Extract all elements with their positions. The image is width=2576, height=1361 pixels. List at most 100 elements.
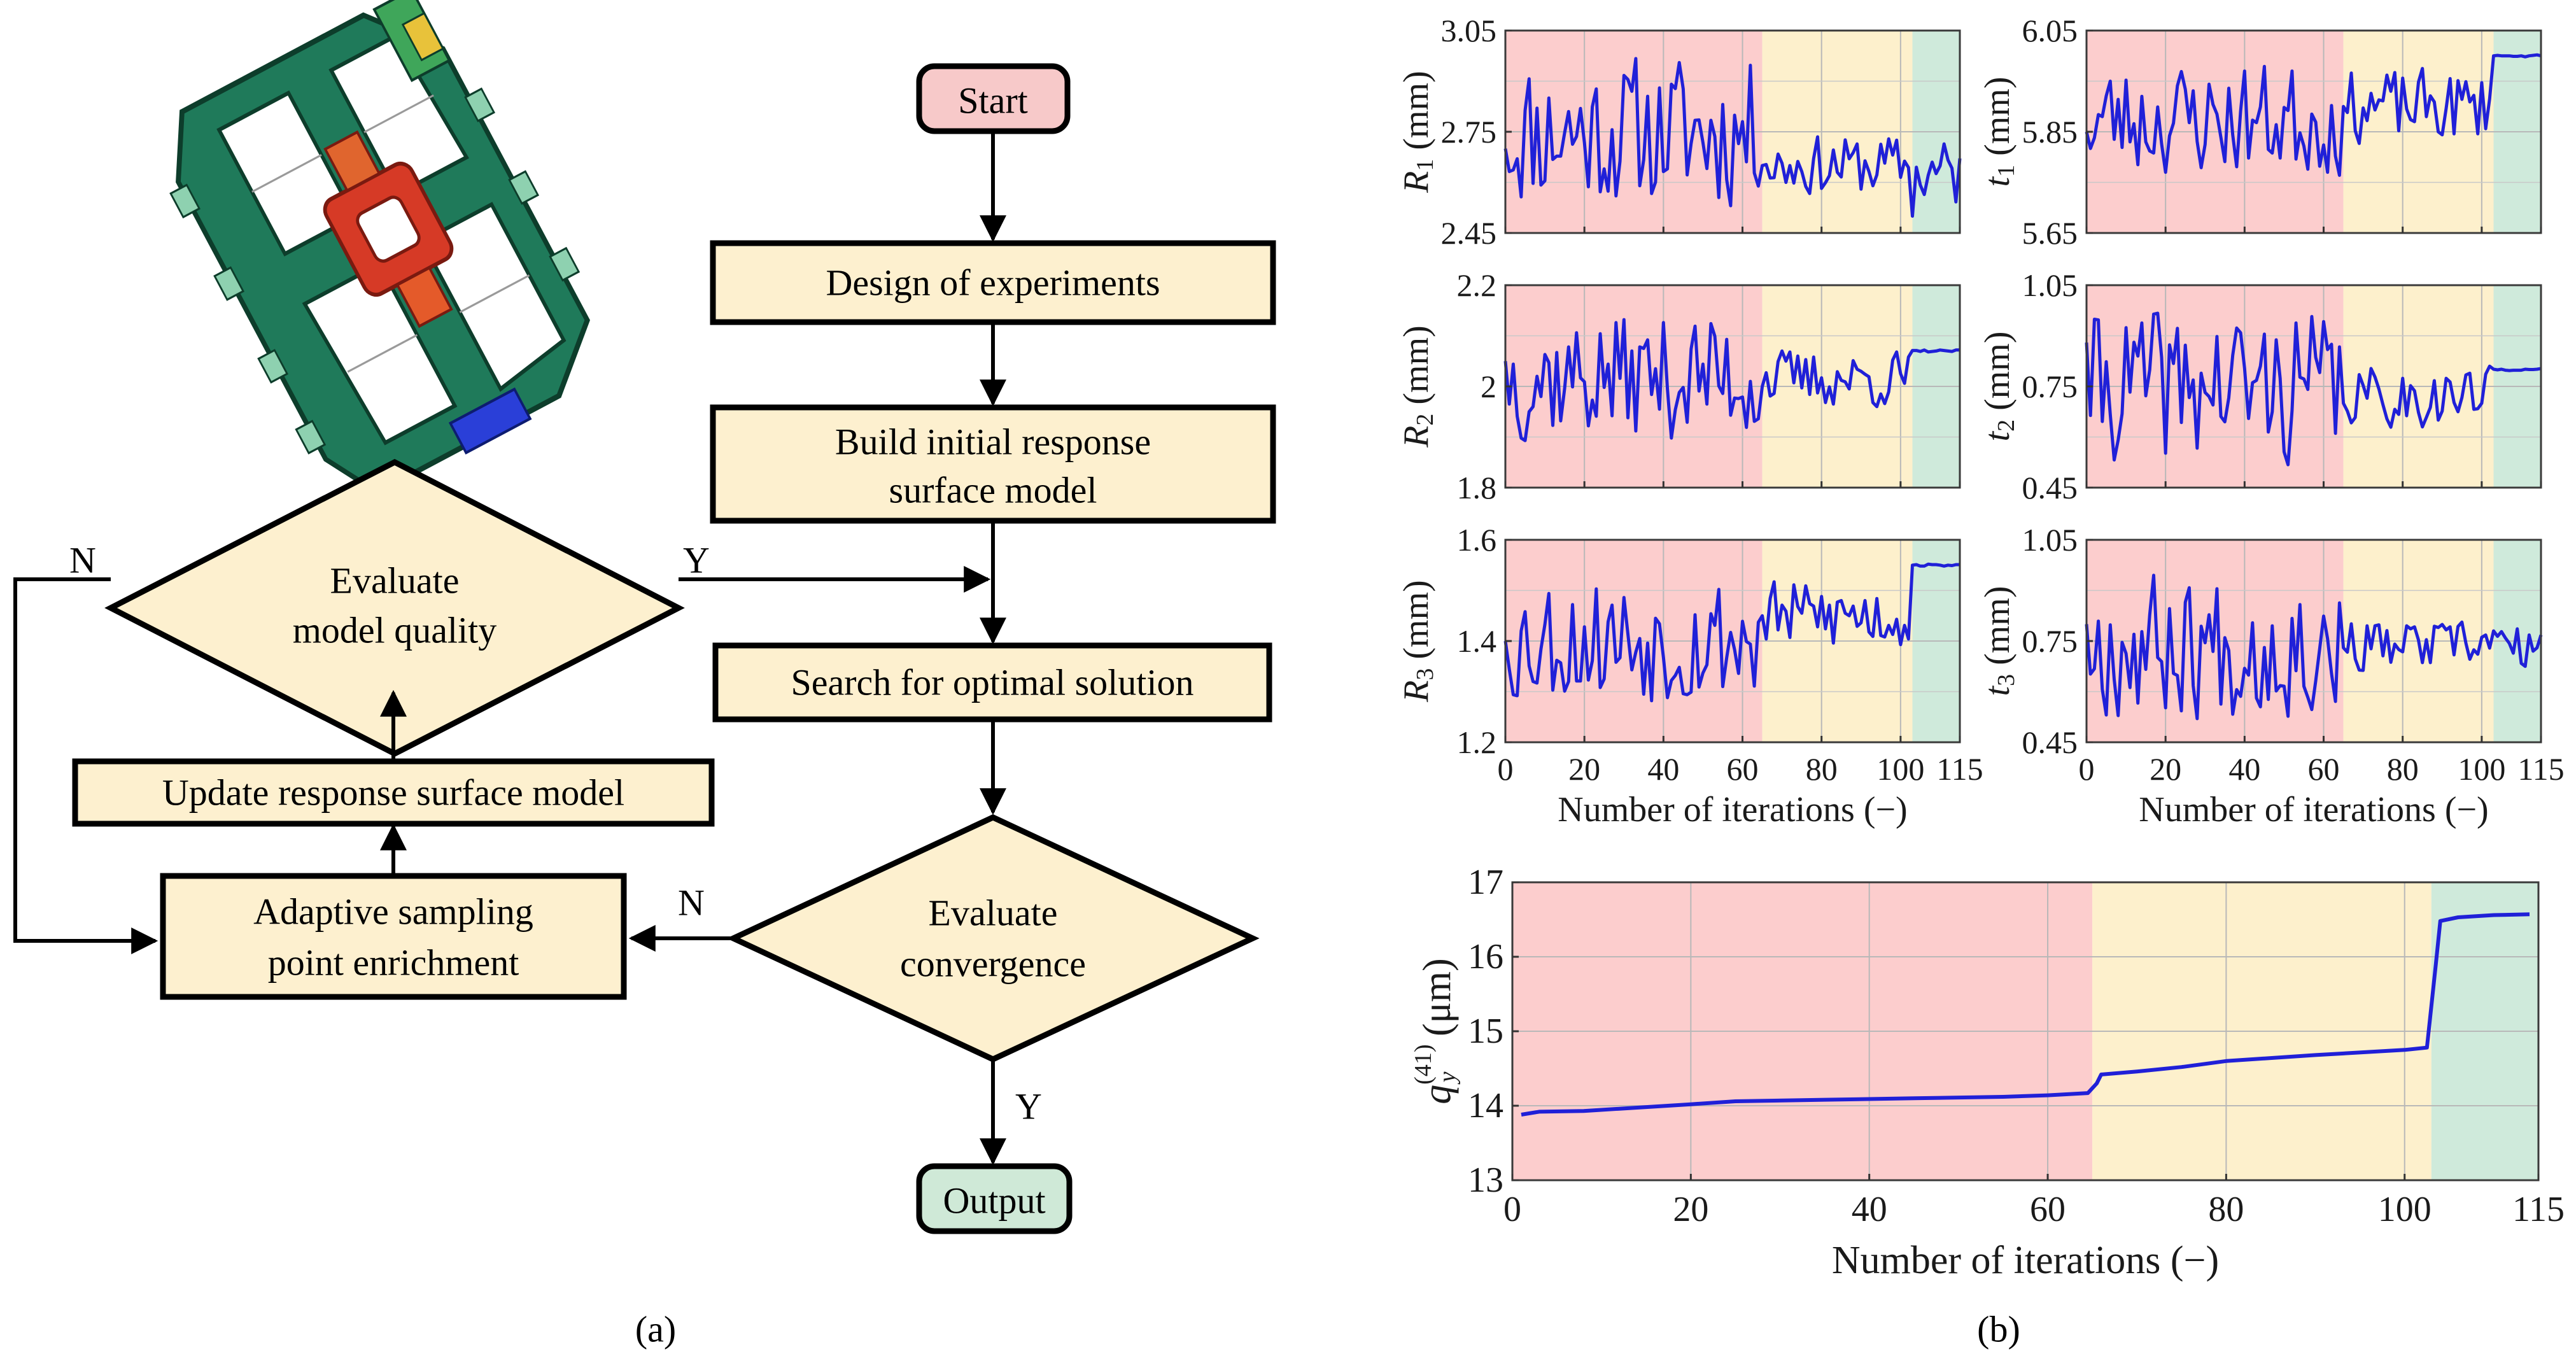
y-tick-label: 6.05 bbox=[2022, 13, 2078, 48]
evaluate-convergence-diamond bbox=[726, 814, 1260, 1062]
quality-yes-label: Y bbox=[683, 540, 710, 581]
caption-b: (b) bbox=[1977, 1309, 2020, 1350]
x-tick-label: 0 bbox=[1503, 1190, 1521, 1229]
y-axis-label: t2 (mm) bbox=[1978, 332, 2020, 442]
y-axis-label: R2 (mm) bbox=[1397, 325, 1439, 448]
y-tick-label: 2.45 bbox=[1441, 215, 1497, 251]
y-tick-label: 0.75 bbox=[2022, 623, 2078, 659]
x-tick-label: 40 bbox=[2228, 751, 2260, 787]
series-line-R2 bbox=[1503, 318, 1960, 442]
y-tick-label: 1.2 bbox=[1457, 724, 1497, 760]
finite-element-model-illustration bbox=[169, 0, 591, 496]
x-tick-label: 115 bbox=[1936, 751, 1983, 787]
series-line-qy bbox=[1521, 912, 2530, 1117]
x-tick-label: 80 bbox=[2208, 1190, 2244, 1229]
design-of-experiments-box bbox=[710, 240, 1276, 325]
y-tick-label: 14 bbox=[1468, 1086, 1503, 1125]
y-axis-label: R3 (mm) bbox=[1397, 580, 1439, 703]
quality-no-label: N bbox=[69, 540, 96, 581]
y-tick-label: 0.75 bbox=[2022, 369, 2078, 404]
y-axis-label: t3 (mm) bbox=[1978, 586, 2020, 696]
x-axis-label: Number of iterations (−) bbox=[1832, 1239, 2219, 1282]
build-initial-model-label-line1: Build initial response bbox=[835, 421, 1151, 463]
y-tick-label: 17 bbox=[1468, 863, 1503, 902]
y-tick-label: 1.05 bbox=[2022, 267, 2078, 303]
caption-a: (a) bbox=[635, 1309, 676, 1350]
start-node bbox=[916, 63, 1071, 134]
x-tick-label: 60 bbox=[1727, 751, 1759, 787]
series-line-t3 bbox=[2085, 574, 2543, 721]
adaptive-sampling-label-line1: Adaptive sampling bbox=[253, 891, 533, 933]
x-tick-label: 20 bbox=[1568, 751, 1600, 787]
x-tick-label: 40 bbox=[1852, 1190, 1887, 1229]
build-initial-model-label-line2: surface model bbox=[889, 470, 1097, 511]
y-tick-label: 3.05 bbox=[1441, 13, 1497, 48]
series-line-R3 bbox=[1503, 562, 1960, 703]
flowchart-panel: Start Design of experiments Build initia… bbox=[13, 0, 1276, 1350]
x-axis-label: Number of iterations (−) bbox=[1558, 790, 1907, 829]
evaluate-model-quality-label-line1: Evaluate bbox=[330, 560, 460, 602]
update-model-label: Update response surface model bbox=[162, 772, 624, 814]
y-tick-label: 15 bbox=[1468, 1012, 1503, 1051]
y-tick-label: 1.05 bbox=[2022, 522, 2078, 558]
series-line-t2 bbox=[2085, 311, 2542, 467]
series-line-t1 bbox=[2085, 53, 2542, 177]
chart-R2: 1.8 2 2.2 R2 (mm) bbox=[1397, 267, 1961, 505]
search-optimal-solution-box bbox=[712, 642, 1272, 723]
y-tick-label: 0.45 bbox=[2022, 470, 2078, 505]
connector-quality-no bbox=[13, 577, 158, 954]
convergence-no-label: N bbox=[678, 882, 705, 924]
y-tick-label: 5.85 bbox=[2022, 114, 2078, 150]
y-axis-label: q(41)y (μm) bbox=[1410, 958, 1461, 1104]
output-node bbox=[916, 1163, 1073, 1234]
y-tick-label: 0.45 bbox=[2022, 724, 2078, 760]
x-tick-label: 0 bbox=[2079, 751, 2095, 787]
evaluate-convergence-label-line1: Evaluate bbox=[929, 892, 1058, 934]
search-optimal-solution-label: Search for optimal solution bbox=[791, 662, 1193, 703]
x-tick-label: 80 bbox=[2387, 751, 2419, 787]
y-axis-label: t1 (mm) bbox=[1978, 77, 2020, 187]
adaptive-sampling-label-line2: point enrichment bbox=[268, 942, 519, 984]
output-node-label: Output bbox=[943, 1180, 1045, 1222]
x-tick-label: 20 bbox=[1673, 1190, 1708, 1229]
start-node-label: Start bbox=[958, 80, 1028, 122]
x-tick-label: 115 bbox=[2512, 1190, 2565, 1229]
build-initial-model-box bbox=[710, 404, 1276, 524]
design-of-experiments-label: Design of experiments bbox=[826, 262, 1160, 304]
y-tick-label: 2.75 bbox=[1441, 114, 1497, 150]
x-tick-label: 80 bbox=[1806, 751, 1838, 787]
x-tick-label: 100 bbox=[2458, 751, 2505, 787]
evaluate-convergence-label-line2: convergence bbox=[900, 943, 1086, 985]
y-tick-label: 1.6 bbox=[1457, 522, 1497, 558]
x-tick-label: 60 bbox=[2030, 1190, 2066, 1229]
y-tick-label: 5.65 bbox=[2022, 215, 2078, 251]
adaptive-sampling-box bbox=[160, 873, 627, 1000]
x-tick-label: 60 bbox=[2308, 751, 2340, 787]
convergence-yes-label: Y bbox=[1015, 1086, 1042, 1127]
y-tick-label: 1.8 bbox=[1457, 470, 1497, 505]
x-tick-label: 115 bbox=[2517, 751, 2564, 787]
y-tick-label: 13 bbox=[1468, 1160, 1503, 1200]
y-tick-label: 16 bbox=[1468, 937, 1503, 977]
evaluate-model-quality-label-line2: model quality bbox=[293, 610, 497, 651]
x-tick-label: 20 bbox=[2150, 751, 2181, 787]
x-tick-label: 0 bbox=[1498, 751, 1514, 787]
y-tick-label: 2.2 bbox=[1457, 267, 1497, 303]
series-line-R1 bbox=[1503, 57, 1962, 218]
x-tick-label: 40 bbox=[1647, 751, 1679, 787]
x-axis-label: Number of iterations (−) bbox=[2139, 790, 2488, 829]
y-axis-label: R1 (mm) bbox=[1397, 71, 1439, 194]
y-tick-label: 1.4 bbox=[1457, 623, 1497, 659]
y-tick-label: 2 bbox=[1481, 369, 1496, 404]
x-tick-label: 100 bbox=[2378, 1190, 2432, 1229]
x-tick-label: 100 bbox=[1876, 751, 1924, 787]
